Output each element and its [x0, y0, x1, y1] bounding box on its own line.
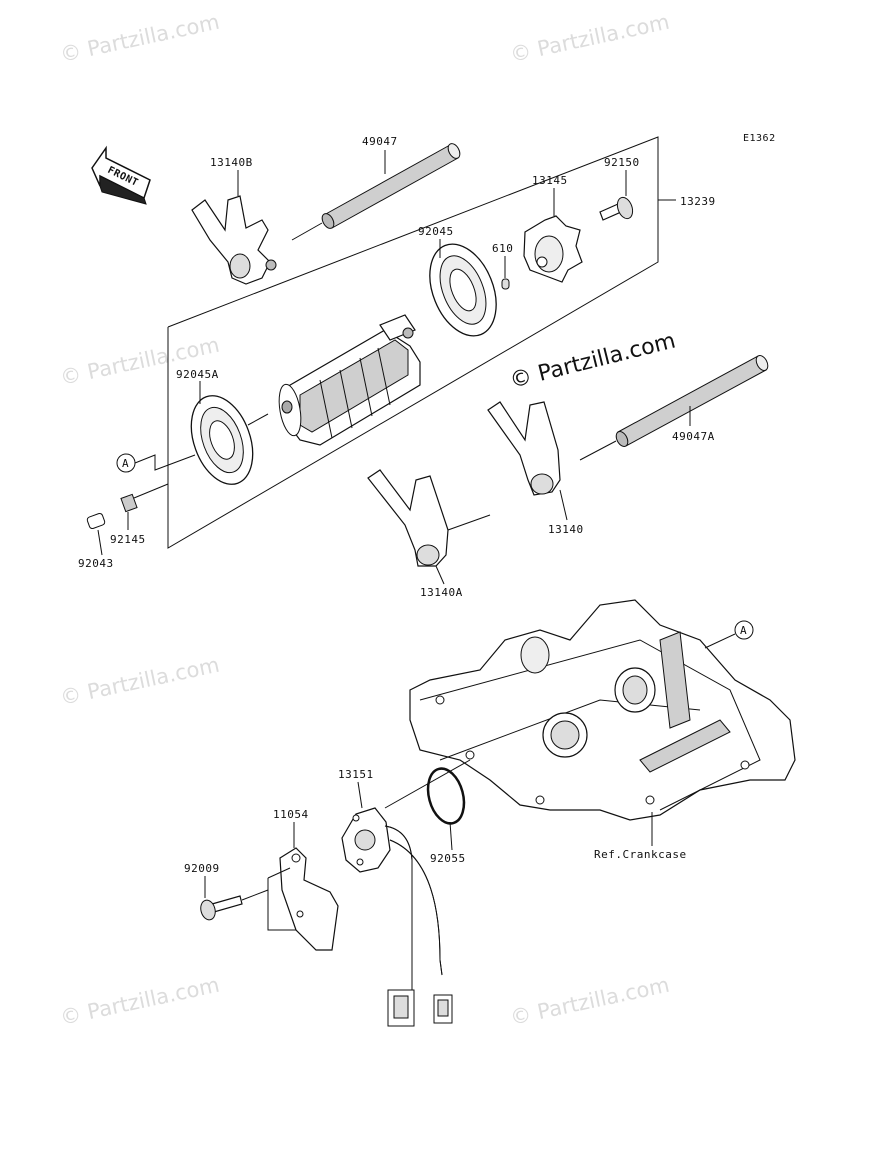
label-92043: 92043	[78, 557, 114, 570]
label-13239: 13239	[680, 195, 716, 208]
label-92045: 92045	[418, 225, 454, 238]
label-610: 610	[492, 242, 513, 255]
shift-drum	[278, 314, 421, 446]
bolt-92150	[599, 196, 634, 221]
part-labels: 13140B 49047 13145 92150 13239 92045 610…	[78, 135, 716, 875]
label-92145: 92145	[110, 533, 146, 546]
front-arrow-icon: FRONT	[91, 145, 151, 205]
label-11054: 11054	[273, 808, 309, 821]
pin-610	[501, 278, 510, 290]
watermark: © Partzilla.com	[58, 333, 222, 390]
label-13140A: 13140A	[420, 586, 463, 599]
crankcase	[409, 599, 796, 821]
ref-marker-a-lower: A	[704, 620, 754, 649]
label-13145: 13145	[532, 174, 568, 187]
shift-fork-13140	[487, 401, 561, 496]
shift-fork-13140A	[367, 469, 491, 567]
label-92055: 92055	[430, 852, 466, 865]
label-13151: 13151	[338, 768, 374, 781]
pin-92043	[86, 512, 106, 530]
shift-fork-13140B	[191, 195, 277, 285]
o-ring-92055	[426, 767, 466, 825]
bolt-92009	[200, 889, 269, 921]
label-49047A: 49047A	[672, 430, 715, 443]
shaft-49047A	[579, 355, 769, 461]
shift-cam-13145	[523, 215, 583, 283]
watermark: © Partzilla.com	[508, 973, 672, 1030]
label-13140: 13140	[548, 523, 584, 536]
diagram-code: E1362	[743, 133, 776, 144]
bearing-92045	[429, 243, 497, 337]
leader-lines	[97, 150, 691, 898]
spring-92145	[120, 483, 169, 513]
watermark: © Partzilla.com	[508, 10, 672, 67]
ref-marker-label: A	[122, 457, 129, 470]
watermark: © Partzilla.com	[58, 973, 222, 1030]
shaft-49047	[291, 143, 461, 241]
label-13140B: 13140B	[210, 156, 253, 169]
ref-marker-label: A	[740, 624, 747, 637]
label-92150: 92150	[604, 156, 640, 169]
label-ref-crankcase: Ref.Crankcase	[594, 848, 687, 861]
ref-marker-a-upper: A	[116, 453, 196, 473]
bracket-11054	[267, 847, 339, 951]
watermark: © Partzilla.com	[58, 653, 222, 710]
gear-position-sensor-13151	[341, 759, 471, 1027]
assembly-bracket	[167, 136, 676, 549]
label-49047: 49047	[362, 135, 398, 148]
bearing-92045A	[190, 395, 269, 485]
watermark-center: © Partzilla.com	[507, 328, 678, 393]
watermark: © Partzilla.com	[58, 10, 222, 67]
label-92009: 92009	[184, 862, 220, 875]
watermarks: © Partzilla.com © Partzilla.com © Partzi…	[58, 10, 678, 1030]
label-92045A: 92045A	[176, 368, 219, 381]
